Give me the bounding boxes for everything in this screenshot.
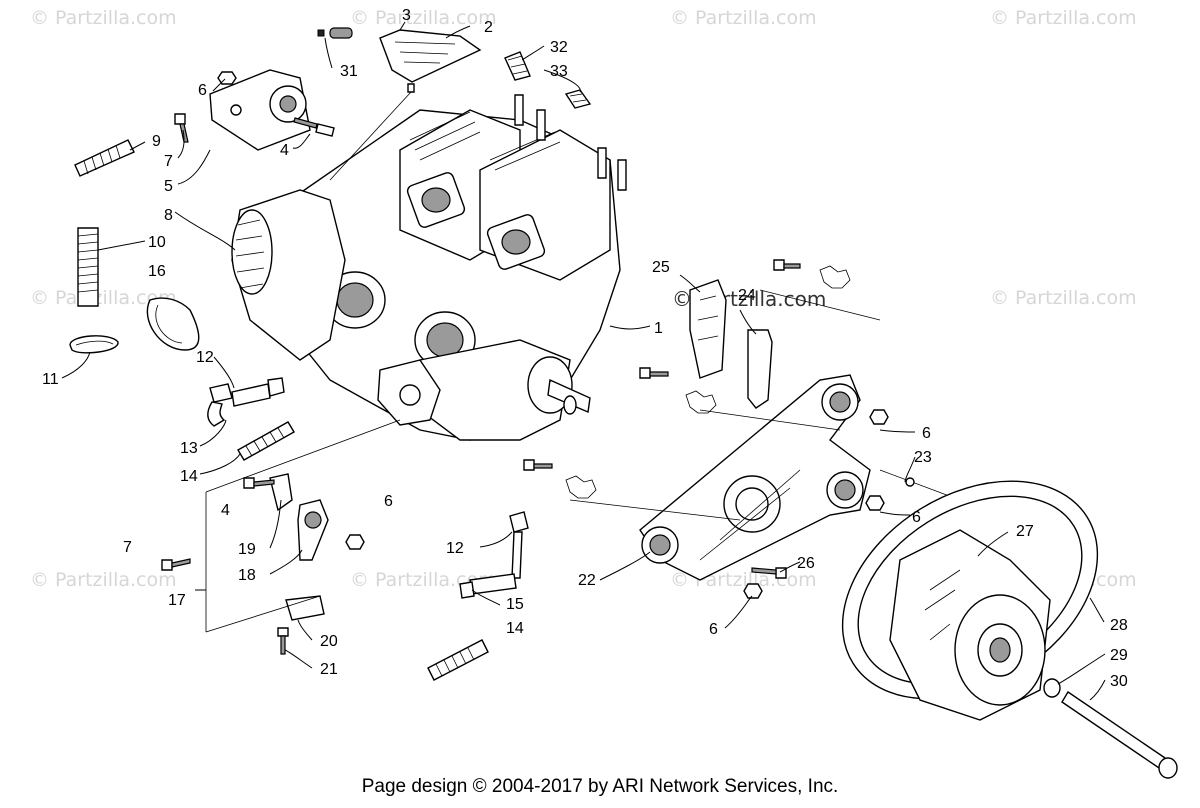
callout-32: 32: [550, 39, 568, 56]
callout-6: 6: [912, 509, 921, 526]
callout-2: 2: [484, 19, 493, 36]
callout-18: 18: [238, 567, 256, 584]
watermarks: © Partzilla.com © Partzilla.com © Partzi…: [30, 7, 1137, 591]
callout-29: 29: [1110, 647, 1128, 664]
callout-7: 7: [164, 153, 173, 170]
lower-left-parts-group: [161, 377, 401, 655]
callout-14: 14: [180, 468, 198, 485]
callout-10: 10: [148, 234, 166, 251]
left-parts-group: [69, 69, 335, 354]
callout-23: 23: [914, 449, 932, 466]
callout-21: 21: [320, 661, 338, 678]
callout-22: 22: [578, 572, 596, 589]
callout-20: 20: [320, 633, 338, 650]
callout-12: 12: [446, 540, 464, 557]
callout-31: 31: [340, 63, 358, 80]
leader-lines: [61, 21, 1106, 701]
callout-26: 26: [797, 555, 815, 572]
callout-24: 24: [738, 287, 756, 304]
watermark: © Partzilla.com: [990, 287, 1137, 309]
callout-16: 16: [148, 263, 166, 280]
callout-3: 3: [402, 7, 411, 24]
clutch-belt-group: [841, 480, 1178, 779]
watermark: © Partzilla.com: [670, 7, 817, 29]
callout-17: 17: [168, 592, 186, 609]
callout-6: 6: [198, 82, 207, 99]
callout-15: 15: [506, 596, 524, 613]
callout-14: 14: [506, 620, 524, 637]
callout-labels: 1 2 3 4 4 5 6 6 6 6 6 7 7 8 9 10 11 12 1…: [42, 7, 1128, 690]
watermark: © Partzilla.com: [990, 7, 1137, 29]
callout-4: 4: [221, 502, 230, 519]
callout-12: 12: [196, 349, 214, 366]
callout-13: 13: [180, 440, 198, 457]
right-bracket-group: [523, 259, 961, 599]
callout-6: 6: [384, 493, 393, 510]
callout-8: 8: [164, 207, 173, 224]
callout-6: 6: [709, 621, 718, 638]
watermark: © Partzilla.com: [30, 7, 177, 29]
callout-5: 5: [164, 178, 173, 195]
callout-11: 11: [42, 371, 59, 388]
callout-6: 6: [922, 425, 931, 442]
watermark: © Partzilla.com: [30, 287, 177, 309]
callout-7: 7: [123, 539, 132, 556]
engine-assembly: [231, 94, 627, 441]
watermark: © Partzilla.com: [30, 569, 177, 591]
callout-19: 19: [238, 541, 256, 558]
watermark: © Partzilla.com: [350, 7, 497, 29]
callout-27: 27: [1016, 523, 1034, 540]
footer-copyright: Page design © 2004-2017 by ARI Network S…: [361, 776, 839, 797]
callout-28: 28: [1110, 617, 1128, 634]
callout-30: 30: [1110, 673, 1128, 690]
callout-1: 1: [654, 320, 663, 337]
callout-25: 25: [652, 259, 670, 276]
callout-33: 33: [550, 63, 568, 80]
callout-9: 9: [152, 133, 161, 150]
callout-4: 4: [280, 142, 289, 159]
center-lower-parts-group: [427, 511, 529, 681]
